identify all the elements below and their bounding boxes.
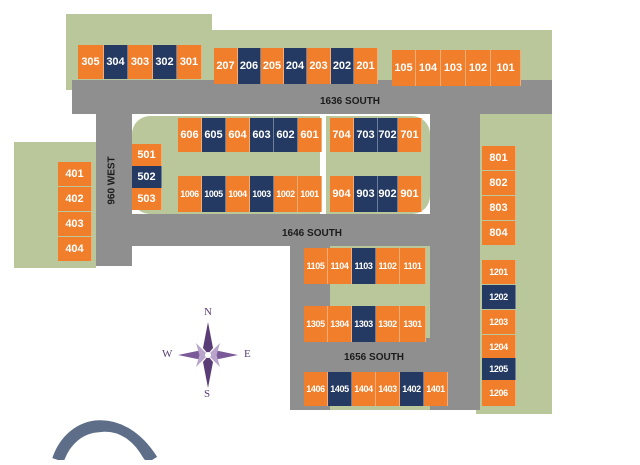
unit-1406[interactable]: 1406 (304, 372, 328, 406)
unit-1102[interactable]: 1102 (376, 248, 400, 284)
unit-603[interactable]: 603 (250, 118, 274, 152)
unit-1205[interactable]: 1205 (482, 358, 516, 380)
unit-1304[interactable]: 1304 (328, 306, 352, 342)
unit-1405[interactable]: 1405 (328, 372, 352, 406)
compass-rose-icon (178, 322, 238, 388)
unit-903[interactable]: 903 (354, 176, 378, 212)
unit-802[interactable]: 802 (482, 171, 516, 195)
unit-904[interactable]: 904 (330, 176, 354, 212)
compass-west-label: W (162, 348, 173, 360)
compass-rose: N S W E (160, 306, 260, 400)
unit-602[interactable]: 602 (274, 118, 298, 152)
unit-605[interactable]: 605 (202, 118, 226, 152)
unit-1204[interactable]: 1204 (482, 335, 516, 359)
unit-501[interactable]: 501 (132, 144, 162, 166)
arch-logo (52, 408, 172, 464)
unit-902[interactable]: 902 (378, 176, 398, 212)
unit-801[interactable]: 801 (482, 146, 516, 170)
unit-205[interactable]: 205 (261, 48, 284, 84)
unit-1206[interactable]: 1206 (482, 380, 516, 406)
unit-901[interactable]: 901 (398, 176, 422, 212)
road-1646-south (96, 214, 480, 246)
unit-1006[interactable]: 1006 (178, 176, 202, 212)
unit-1005[interactable]: 1005 (202, 176, 226, 212)
unit-1001[interactable]: 1001 (298, 176, 322, 212)
unit-1401[interactable]: 1401 (424, 372, 448, 406)
unit-301[interactable]: 301 (177, 45, 202, 79)
unit-1203[interactable]: 1203 (482, 310, 516, 334)
unit-1404[interactable]: 1404 (352, 372, 376, 406)
unit-1303[interactable]: 1303 (352, 306, 376, 342)
unit-104[interactable]: 104 (416, 50, 441, 86)
unit-303[interactable]: 303 (128, 45, 153, 79)
unit-503[interactable]: 503 (132, 188, 162, 210)
compass-south-label: S (204, 388, 211, 400)
unit-305[interactable]: 305 (78, 45, 104, 79)
unit-1402[interactable]: 1402 (400, 372, 424, 406)
unit-1002[interactable]: 1002 (274, 176, 298, 212)
unit-1003[interactable]: 1003 (250, 176, 274, 212)
street-label-1656-south: 1656 SOUTH (344, 352, 405, 363)
unit-403[interactable]: 403 (58, 212, 92, 236)
unit-201[interactable]: 201 (354, 48, 378, 84)
unit-1103[interactable]: 1103 (352, 248, 376, 284)
unit-604[interactable]: 604 (226, 118, 250, 152)
unit-1301[interactable]: 1301 (400, 306, 426, 342)
unit-1403[interactable]: 1403 (376, 372, 400, 406)
street-label-1646-south: 1646 SOUTH (282, 228, 343, 239)
unit-101[interactable]: 101 (491, 50, 521, 86)
unit-203[interactable]: 203 (307, 48, 331, 84)
unit-404[interactable]: 404 (58, 237, 92, 261)
street-label-1636-south: 1636 SOUTH (320, 96, 381, 107)
road-1656-south (290, 338, 480, 372)
unit-204[interactable]: 204 (284, 48, 307, 84)
street-label-960-west: 960 WEST (106, 156, 118, 205)
unit-207[interactable]: 207 (214, 48, 238, 84)
unit-202[interactable]: 202 (331, 48, 354, 84)
unit-502[interactable]: 502 (132, 166, 162, 188)
unit-703[interactable]: 703 (354, 118, 378, 152)
compass-east-label: E (244, 348, 251, 360)
unit-1201[interactable]: 1201 (482, 260, 516, 284)
unit-1105[interactable]: 1105 (304, 248, 328, 284)
unit-401[interactable]: 401 (58, 162, 92, 186)
unit-1004[interactable]: 1004 (226, 176, 250, 212)
unit-704[interactable]: 704 (330, 118, 354, 152)
unit-1305[interactable]: 1305 (304, 306, 328, 342)
unit-1104[interactable]: 1104 (328, 248, 352, 284)
unit-1302[interactable]: 1302 (376, 306, 400, 342)
unit-105[interactable]: 105 (392, 50, 416, 86)
unit-803[interactable]: 803 (482, 196, 516, 220)
unit-702[interactable]: 702 (378, 118, 398, 152)
unit-102[interactable]: 102 (466, 50, 491, 86)
unit-601[interactable]: 601 (298, 118, 322, 152)
unit-804[interactable]: 804 (482, 221, 516, 245)
unit-302[interactable]: 302 (153, 45, 177, 79)
unit-402[interactable]: 402 (58, 187, 92, 211)
unit-1101[interactable]: 1101 (400, 248, 426, 284)
unit-304[interactable]: 304 (104, 45, 128, 79)
unit-1202[interactable]: 1202 (482, 285, 516, 309)
unit-701[interactable]: 701 (398, 118, 422, 152)
arch-logo-icon (52, 420, 158, 464)
unit-103[interactable]: 103 (441, 50, 466, 86)
unit-606[interactable]: 606 (178, 118, 202, 152)
compass-north-label: N (204, 306, 212, 318)
unit-206[interactable]: 206 (238, 48, 261, 84)
